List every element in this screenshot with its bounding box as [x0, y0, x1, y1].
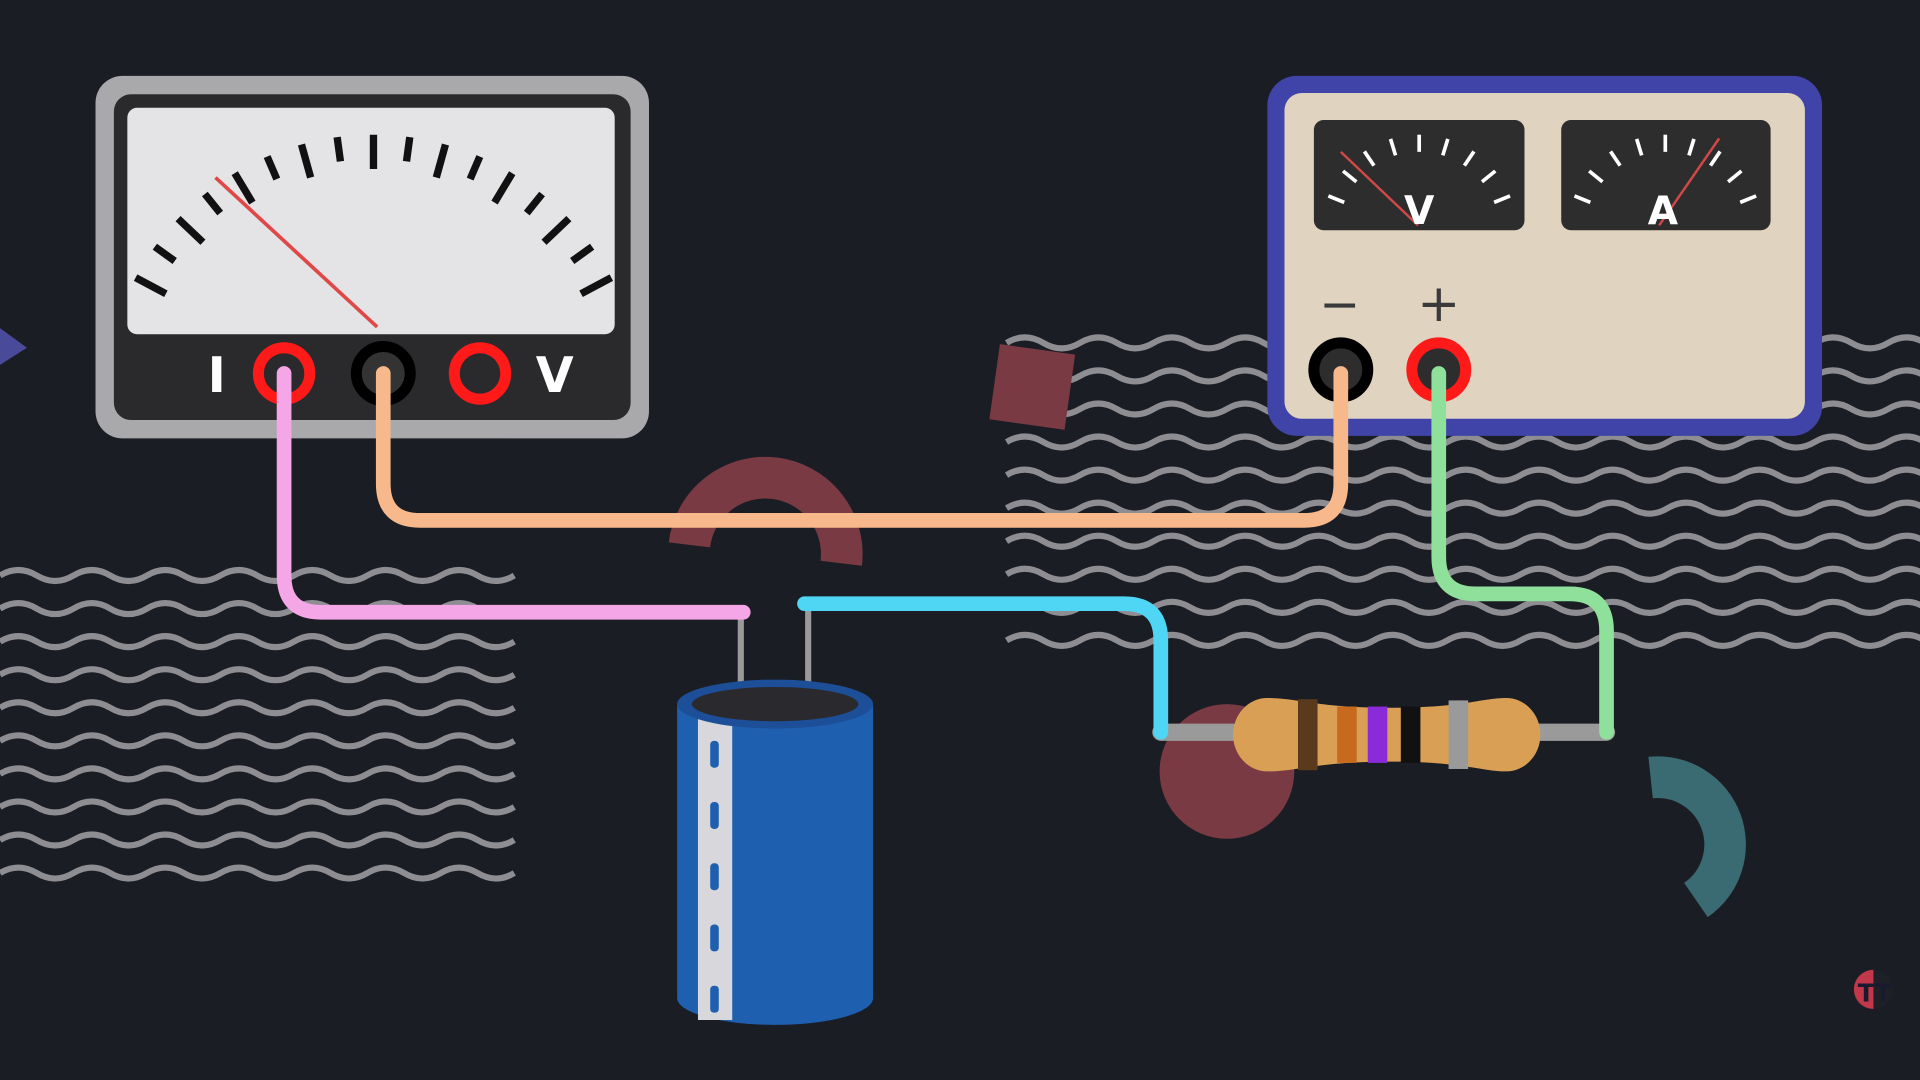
analog-multimeter: I V	[95, 75, 649, 439]
wave-line	[0, 864, 516, 882]
wave-lines-left	[0, 566, 516, 882]
scale-tick	[579, 274, 614, 297]
meter-tick	[1609, 150, 1622, 167]
meter-tick	[1362, 150, 1376, 167]
scale-tick	[570, 243, 595, 264]
meter-tick	[1708, 150, 1722, 167]
meter-tick	[1341, 169, 1358, 184]
ammeter-label: A	[1648, 189, 1679, 234]
positive-label: +	[1417, 274, 1460, 334]
stripe-dash	[710, 740, 719, 768]
scale-tick	[541, 215, 572, 245]
electrolytic-capacitor	[677, 679, 874, 1025]
wave-line	[0, 732, 516, 750]
wire-pink	[276, 366, 751, 620]
power-supply: V A − +	[1267, 75, 1823, 436]
scale-tick	[523, 191, 545, 216]
meter-tick	[1480, 169, 1497, 184]
scale-tick	[175, 215, 206, 245]
wave-line	[1004, 499, 1920, 517]
negative-label: −	[1319, 276, 1360, 333]
meter-tick	[1687, 138, 1696, 156]
wire-cyan	[797, 596, 1169, 740]
meter-tick	[1493, 194, 1511, 205]
meter-scale-ticks	[1327, 134, 1757, 205]
wave-line	[0, 798, 516, 816]
ammeter-display	[1561, 120, 1771, 231]
wave-line	[0, 633, 516, 651]
logo-text: TT	[1858, 979, 1892, 1008]
scale-tick	[333, 136, 345, 162]
meter-tick	[1462, 150, 1476, 167]
resistor	[1233, 697, 1541, 772]
wave-line	[1004, 565, 1920, 583]
scale-tick	[432, 143, 450, 179]
purple-triangle-shape	[0, 328, 27, 365]
wave-line	[0, 699, 516, 717]
teal-arc-shape	[1648, 756, 1746, 918]
wave-line	[1004, 598, 1920, 616]
voltmeter-needle	[1339, 150, 1419, 227]
wave-line	[1004, 466, 1920, 484]
wave-line	[0, 765, 516, 783]
multimeter-scale-ticks	[133, 134, 614, 297]
scale-tick	[231, 171, 256, 205]
wire-green	[1431, 366, 1614, 740]
voltmeter-display	[1313, 120, 1525, 231]
channel-logo: TT	[1853, 969, 1894, 1009]
stripe-dash	[710, 863, 719, 891]
scale-tick	[297, 143, 315, 179]
meter-tick	[1573, 194, 1592, 205]
ammeter-needle	[1658, 137, 1721, 227]
meter-tick	[1588, 169, 1604, 184]
meter-tick	[1726, 169, 1743, 184]
scale-tick	[402, 136, 414, 162]
wave-line	[1004, 433, 1920, 451]
resistor-band-gray	[1448, 700, 1469, 769]
capacitor-stripe-dashes	[710, 740, 719, 1013]
voltage-terminal[interactable]	[448, 342, 512, 405]
resistor-band-black	[1400, 706, 1421, 763]
scale-tick	[466, 155, 484, 181]
wave-line	[1004, 532, 1920, 550]
scale-tick	[152, 243, 177, 264]
resistor-band-brown	[1297, 699, 1318, 771]
voltage-label: V	[536, 347, 574, 404]
stripe-dash	[710, 802, 719, 829]
resistor-band-purple	[1367, 706, 1388, 763]
meter-tick	[1739, 194, 1757, 205]
scale-tick	[133, 274, 168, 297]
wave-line	[0, 566, 516, 585]
scale-tick	[263, 155, 281, 181]
resistor-band-orange	[1337, 706, 1357, 763]
wave-line	[0, 831, 516, 849]
current-label: I	[208, 347, 226, 404]
multimeter-dial-face	[127, 107, 615, 335]
wave-line	[0, 666, 516, 684]
meter-tick	[1634, 138, 1644, 156]
scale-tick	[491, 171, 516, 205]
meter-tick	[1441, 138, 1450, 156]
stripe-dash	[710, 985, 719, 1013]
maroon-arc-shape	[668, 456, 863, 566]
stripe-dash	[710, 924, 719, 952]
scale-tick	[201, 191, 224, 216]
meter-tick	[1327, 194, 1345, 205]
multimeter-needle	[214, 176, 379, 329]
maroon-square-shape	[989, 344, 1076, 430]
voltmeter-label: V	[1404, 189, 1435, 234]
wire-orange	[375, 366, 1349, 528]
meter-tick	[1388, 138, 1398, 156]
